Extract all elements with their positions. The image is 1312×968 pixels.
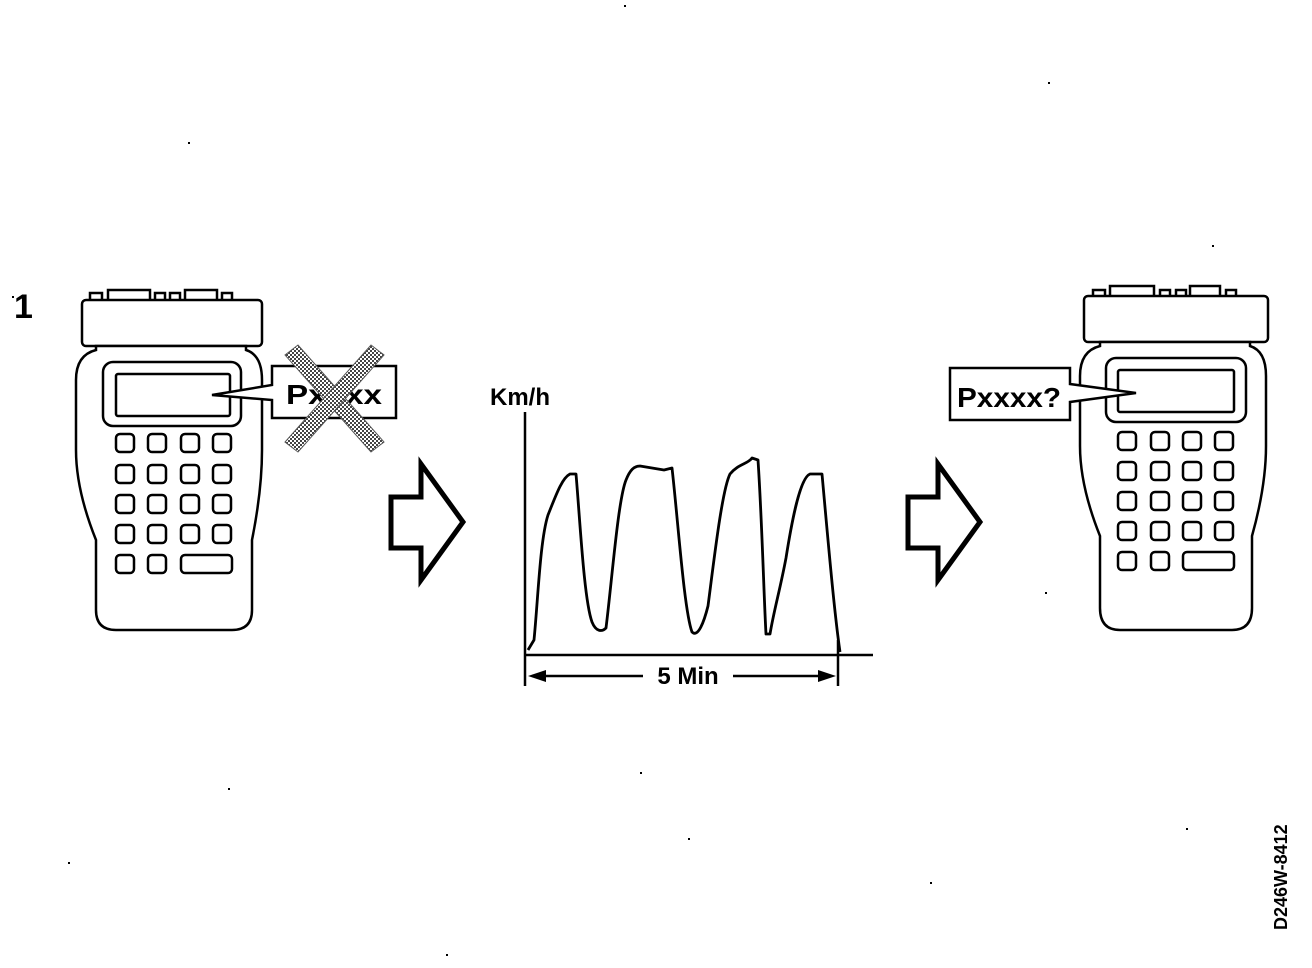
- left-code-callout: Pxxxx: [211, 344, 398, 453]
- duration-arrow-left-icon: [528, 670, 546, 682]
- right-code-callout: Pxxxx?: [948, 366, 1137, 422]
- figure-number: 1: [14, 288, 33, 326]
- arrow-right-icon: [905, 456, 984, 588]
- right-code-label: Pxxxx?: [957, 382, 1061, 413]
- arrow-right-icon: [388, 456, 467, 588]
- duration-label: 5 Min: [657, 663, 718, 690]
- left-scan-tool-icon: [74, 288, 264, 632]
- cross-out-icon: [284, 344, 385, 453]
- duration-arrow-right-icon: [818, 670, 836, 682]
- speed-chart: Km/h 5 Min: [490, 384, 873, 690]
- y-axis-label: Km/h: [490, 384, 550, 411]
- speed-curve: [526, 456, 842, 653]
- scan-speckles: [12, 5, 1214, 956]
- right-scan-tool-icon: [1078, 284, 1270, 632]
- image-reference: D246W-8412: [1271, 824, 1291, 930]
